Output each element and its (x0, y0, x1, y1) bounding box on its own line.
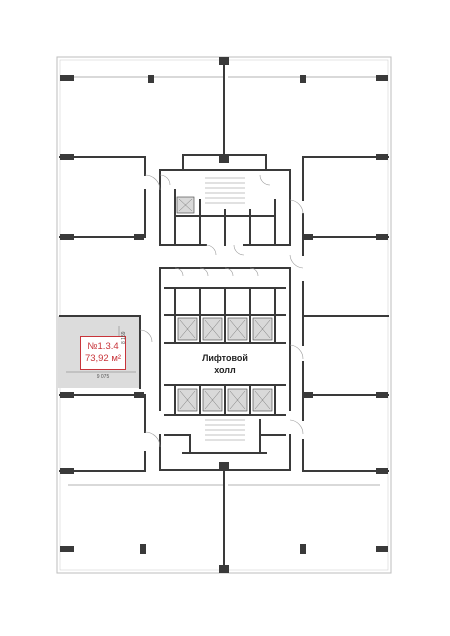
elevator-hall-label-line1: Лифтовой (202, 353, 248, 363)
stairs-icon (205, 177, 245, 441)
elevator-hall-label-line2: холл (214, 365, 236, 375)
door-swing-icon (139, 174, 304, 448)
walls (59, 59, 389, 571)
unit-area: 73,92 м² (84, 353, 122, 364)
unit-label-box[interactable]: №1.3.4 73,92 м² (80, 336, 126, 370)
thin-partitions (68, 76, 380, 486)
unit-height-dimension: 8 159 (121, 331, 127, 344)
elevator-hall-label: Лифтовой холл (190, 352, 260, 376)
unit-width-dimension: 9 075 (96, 374, 110, 380)
column-stubs (60, 57, 388, 573)
unit-number: №1.3.4 (87, 341, 119, 352)
elevator-cross-icon (178, 198, 271, 410)
